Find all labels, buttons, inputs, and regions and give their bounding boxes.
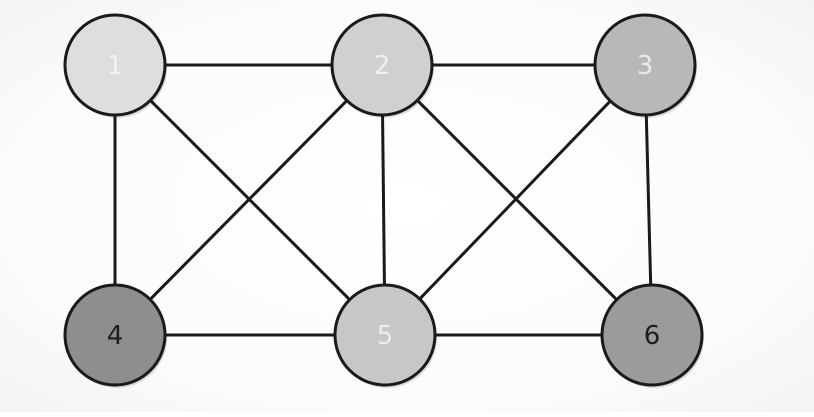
node-circle (63, 13, 167, 117)
node-label: 1 (107, 51, 124, 81)
node-circle (63, 283, 167, 387)
node-circle (600, 283, 704, 387)
node-3: 3 (593, 13, 697, 118)
node-label: 2 (374, 51, 391, 81)
node-label: 6 (644, 321, 661, 351)
node-label: 3 (637, 51, 654, 81)
node-circle (333, 283, 437, 387)
edge-3-5 (383, 63, 647, 337)
node-circle (330, 13, 434, 117)
nodes-layer: 1 2 3 4 5 6 (63, 13, 704, 388)
node-2: 2 (330, 13, 434, 118)
edge-2-4 (113, 63, 384, 337)
node-label: 5 (377, 321, 394, 351)
node-6: 6 (600, 283, 704, 388)
node-4: 4 (63, 283, 167, 388)
node-5: 5 (333, 283, 437, 388)
node-1: 1 (63, 13, 167, 118)
node-label: 4 (107, 321, 124, 351)
node-circle (593, 13, 697, 117)
